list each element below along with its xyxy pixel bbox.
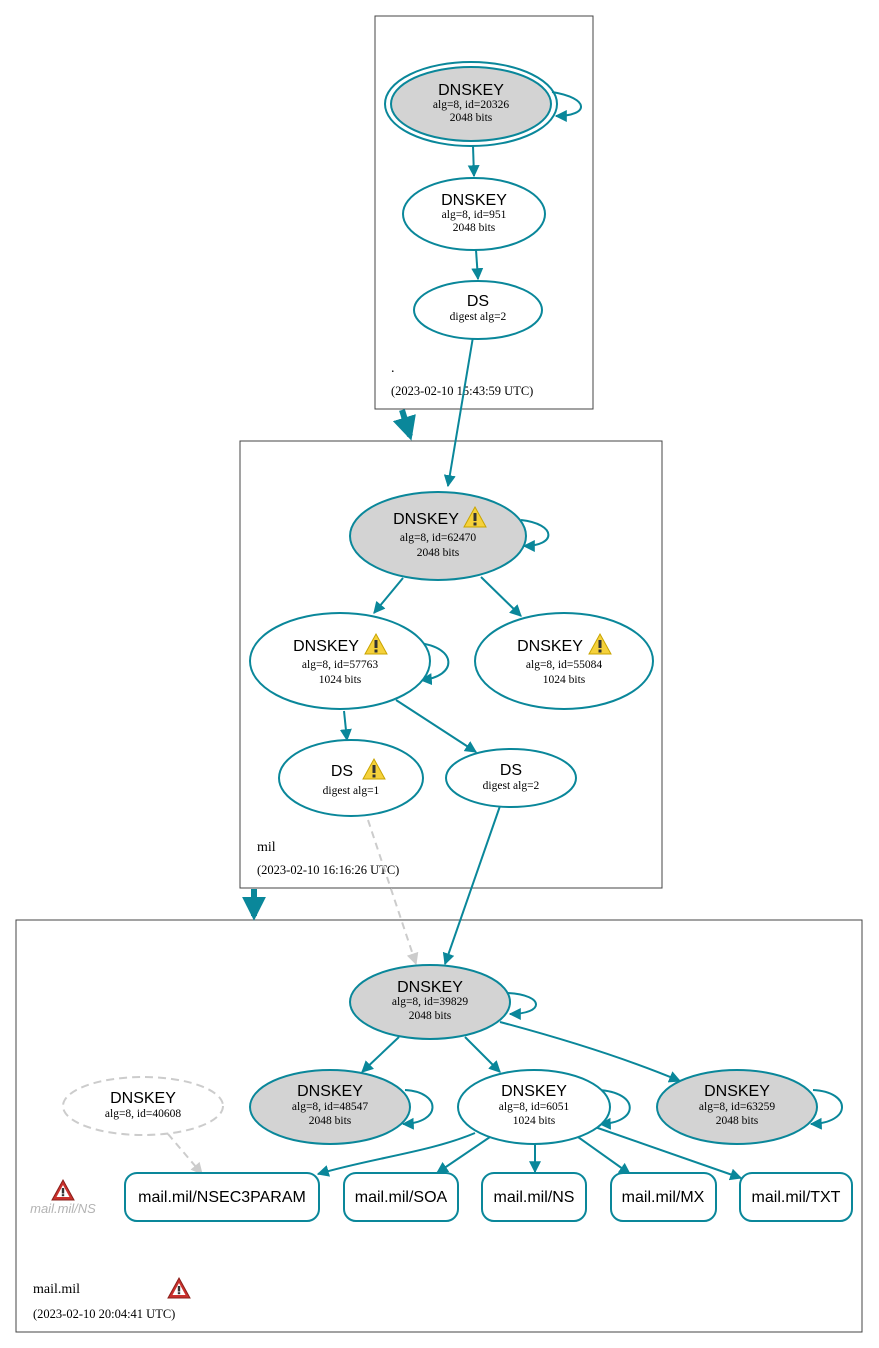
delegation-root-to-mil-arrow xyxy=(392,409,416,441)
edge-root-ds-to-mil-ksk xyxy=(443,336,474,488)
zone-mil-box xyxy=(239,440,663,889)
edge-mail-zsk-to-mx xyxy=(577,1136,631,1175)
edge-mail-missing-to-nsec3param xyxy=(167,1133,203,1175)
zone-mailmil-box xyxy=(15,919,863,1333)
rrset-mx-label: mail.mil/MX xyxy=(622,1189,705,1206)
zone-mil-timestamp: (2023-02-10 16:16:26 UTC) xyxy=(257,863,399,877)
node-mail-k2-line1: alg=8, id=48547 xyxy=(292,1101,368,1113)
node-mil-ds2-line1: digest alg=2 xyxy=(483,780,540,792)
edge-mail-ksk-to-k4 xyxy=(499,1021,682,1083)
node-root-zsk-line1: alg=8, id=951 xyxy=(442,209,507,221)
node-mail-zsk[interactable]: DNSKEY alg=8, id=6051 1024 bits xyxy=(457,1069,611,1145)
node-mail-ksk-line2: 2048 bits xyxy=(409,1010,452,1022)
edge-mail-k4-self xyxy=(809,1089,843,1130)
zone-root-name: . xyxy=(391,361,395,376)
zone-mailmil-timestamp: (2023-02-10 20:04:41 UTC) xyxy=(33,1307,175,1321)
node-mil-ksk[interactable]: DNSKEY alg=8, id=62470 2048 bits xyxy=(349,491,527,581)
edge-mil-zsk1-self xyxy=(417,642,450,686)
node-mail-zsk-line2: 1024 bits xyxy=(513,1115,556,1127)
node-mil-ksk-title: DNSKEY xyxy=(393,511,459,528)
node-mail-k4-line2: 2048 bits xyxy=(716,1115,759,1127)
node-root-zsk-title: DNSKEY xyxy=(441,192,507,209)
error-ns-node[interactable]: mail.mil/NS xyxy=(30,1179,96,1216)
node-mil-ds1-title: DS xyxy=(331,763,353,780)
edge-mail-zsk-self xyxy=(597,1089,631,1130)
node-mil-ksk-line2: 2048 bits xyxy=(417,547,460,559)
node-mail-k2[interactable]: DNSKEY alg=8, id=48547 2048 bits xyxy=(249,1069,411,1145)
edge-mail-ksk-self xyxy=(507,992,537,1020)
node-mil-zsk2-line2: 1024 bits xyxy=(543,674,586,686)
node-root-zsk[interactable]: DNSKEY alg=8, id=951 2048 bits xyxy=(402,177,546,251)
node-mail-k4-title: DNSKEY xyxy=(704,1083,770,1100)
edge-mil-ds2-to-mail-ksk xyxy=(442,805,501,966)
edge-root-zsk-to-ds xyxy=(471,249,484,281)
node-mail-missing-line1: alg=8, id=40608 xyxy=(105,1108,181,1120)
rrset-ns-label: mail.mil/NS xyxy=(494,1189,575,1206)
node-root-ds[interactable]: DS digest alg=2 xyxy=(413,280,543,340)
node-mail-zsk-line1: alg=8, id=6051 xyxy=(499,1101,570,1113)
node-mil-zsk1[interactable]: DNSKEY alg=8, id=57763 1024 bits xyxy=(249,612,431,710)
edge-mil-zsk1-to-ds1 xyxy=(339,710,352,742)
node-mil-ds2[interactable]: DS digest alg=2 xyxy=(445,748,577,808)
edge-mail-zsk-to-soa xyxy=(436,1136,491,1174)
rrset-nsec3param-label: mail.mil/NSEC3PARAM xyxy=(138,1189,306,1206)
error-ns-label: mail.mil/NS xyxy=(30,1201,96,1216)
rrset-mx[interactable]: mail.mil/MX xyxy=(610,1172,717,1222)
zone-mailmil-name: mail.mil xyxy=(33,1282,80,1297)
node-mail-ksk[interactable]: DNSKEY alg=8, id=39829 2048 bits xyxy=(349,964,511,1040)
zone-root-box xyxy=(374,15,594,410)
node-mail-k2-line2: 2048 bits xyxy=(309,1115,352,1127)
rrset-soa[interactable]: mail.mil/SOA xyxy=(343,1172,459,1222)
node-root-zsk-line2: 2048 bits xyxy=(453,222,496,234)
edge-mil-ksk-to-zsk2 xyxy=(480,576,522,617)
node-root-ksk-title: DNSKEY xyxy=(438,82,504,99)
edge-mail-zsk-to-nsec3param xyxy=(316,1132,476,1177)
rrset-soa-label: mail.mil/SOA xyxy=(355,1189,448,1206)
node-root-ksk-line1: alg=8, id=20326 xyxy=(433,99,509,111)
node-mail-k2-title: DNSKEY xyxy=(297,1083,363,1100)
edge-root-ksk-to-zsk xyxy=(467,145,480,178)
node-mail-ksk-line1: alg=8, id=39829 xyxy=(392,996,468,1008)
node-mil-zsk2-title: DNSKEY xyxy=(517,638,583,655)
zone-mil-name: mil xyxy=(257,840,276,855)
node-mil-zsk1-line1: alg=8, id=57763 xyxy=(302,659,378,671)
edge-mail-ksk-to-k2 xyxy=(361,1036,400,1073)
edge-mail-k2-self xyxy=(401,1089,434,1130)
edge-mil-zsk1-to-ds2 xyxy=(395,699,478,753)
node-root-ksk-line2: 2048 bits xyxy=(450,112,493,124)
rrset-ns[interactable]: mail.mil/NS xyxy=(481,1172,587,1222)
node-mil-zsk2[interactable]: DNSKEY alg=8, id=55084 1024 bits xyxy=(474,612,654,710)
edge-mail-ksk-to-zsk xyxy=(464,1036,501,1073)
edge-mil-ds1-to-mail-ksk xyxy=(367,819,419,966)
node-mail-k4-line1: alg=8, id=63259 xyxy=(699,1101,775,1113)
node-mil-ds1[interactable]: DS digest alg=1 xyxy=(278,739,424,817)
node-mail-k4[interactable]: DNSKEY alg=8, id=63259 2048 bits xyxy=(656,1069,818,1145)
node-mail-ksk-title: DNSKEY xyxy=(397,979,463,996)
edge-mail-zsk-to-txt xyxy=(594,1126,743,1181)
zone-mailmil-error-icon xyxy=(167,1277,191,1299)
node-root-ksk[interactable]: DNSKEY alg=8, id=20326 2048 bits xyxy=(384,61,558,147)
error-ns-icon xyxy=(51,1179,75,1201)
node-mil-ds1-line1: digest alg=1 xyxy=(323,785,380,797)
node-mil-zsk1-title: DNSKEY xyxy=(293,638,359,655)
node-root-ds-line1: digest alg=2 xyxy=(450,311,507,323)
node-mail-missing-title: DNSKEY xyxy=(110,1090,176,1107)
node-mil-ksk-line1: alg=8, id=62470 xyxy=(400,532,476,544)
node-root-ds-title: DS xyxy=(467,293,489,310)
rrset-txt[interactable]: mail.mil/TXT xyxy=(739,1172,853,1222)
edge-mil-ksk-to-zsk1 xyxy=(373,577,404,614)
edge-root-ksk-self xyxy=(551,91,582,122)
edge-mil-ksk-self xyxy=(520,519,550,552)
node-mil-zsk1-line2: 1024 bits xyxy=(319,674,362,686)
rrset-txt-label: mail.mil/TXT xyxy=(752,1189,841,1206)
node-mail-missing[interactable]: DNSKEY alg=8, id=40608 xyxy=(62,1076,224,1136)
rrset-nsec3param[interactable]: mail.mil/NSEC3PARAM xyxy=(124,1172,320,1222)
node-mail-zsk-title: DNSKEY xyxy=(501,1083,567,1100)
zone-root-timestamp: (2023-02-10 15:43:59 UTC) xyxy=(391,384,533,398)
node-mil-zsk2-line1: alg=8, id=55084 xyxy=(526,659,602,671)
node-mil-ds2-title: DS xyxy=(500,762,522,779)
